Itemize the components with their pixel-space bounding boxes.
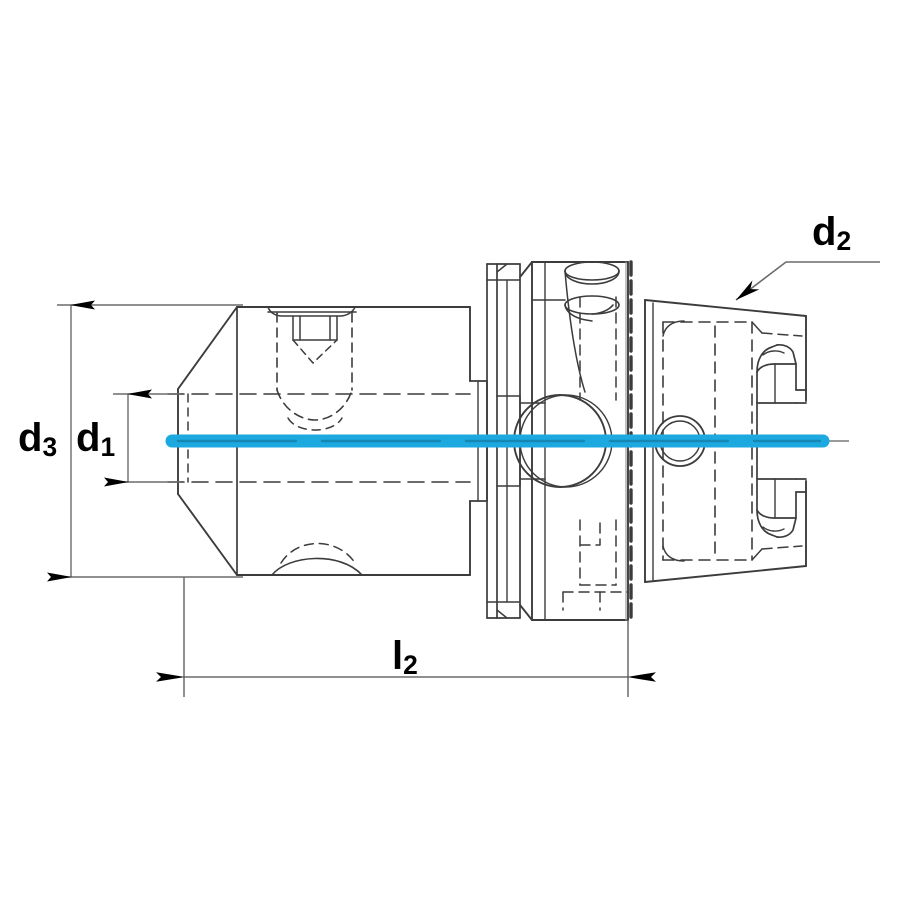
dimension-label-d2-subscript: 2: [836, 226, 851, 257]
dimension-label-d1: d1: [76, 416, 115, 460]
dimension-label-d3-subscript: 3: [42, 432, 57, 463]
shank-end-hidden: [761, 332, 803, 550]
set-screw-bore-arc: [287, 417, 343, 431]
internal-bore-hidden-lines: [167, 393, 471, 483]
shank-bore-fillet: [662, 320, 763, 562]
dimension-label-d3: d3: [18, 416, 57, 460]
set-screw-seat: [267, 306, 357, 317]
dimension-label-d2: d2: [812, 210, 851, 254]
balance-pocket-hidden: [280, 542, 356, 564]
coolant-port-lower: [564, 295, 620, 322]
dimension-label-d1-subscript: 1: [100, 432, 115, 463]
coolant-port-upper: [564, 261, 620, 285]
drive-slot-upper: [756, 343, 807, 404]
groove-chamfer-lines: [486, 263, 521, 619]
dimension-annotations: [47, 261, 880, 697]
balance-pocket: [271, 557, 363, 576]
set-screw-thread-detail: [292, 315, 338, 364]
dimension-l2: [156, 577, 656, 697]
dimension-label-l2: l2: [392, 634, 418, 678]
set-screw-detail: [276, 312, 353, 421]
dimension-d1: [104, 389, 180, 487]
flange-hidden-detail: [562, 296, 629, 611]
dimension-d3: [47, 300, 243, 582]
drive-slot-lower: [756, 478, 807, 539]
dimension-d2-leader: [735, 261, 880, 301]
dimension-label-d1-base: d: [76, 416, 101, 460]
dimension-label-d3-base: d: [18, 416, 43, 460]
dimension-label-l2-subscript: 2: [403, 650, 418, 681]
dimension-label-l2-base: l: [392, 634, 404, 678]
dimension-label-d2-base: d: [812, 210, 837, 254]
